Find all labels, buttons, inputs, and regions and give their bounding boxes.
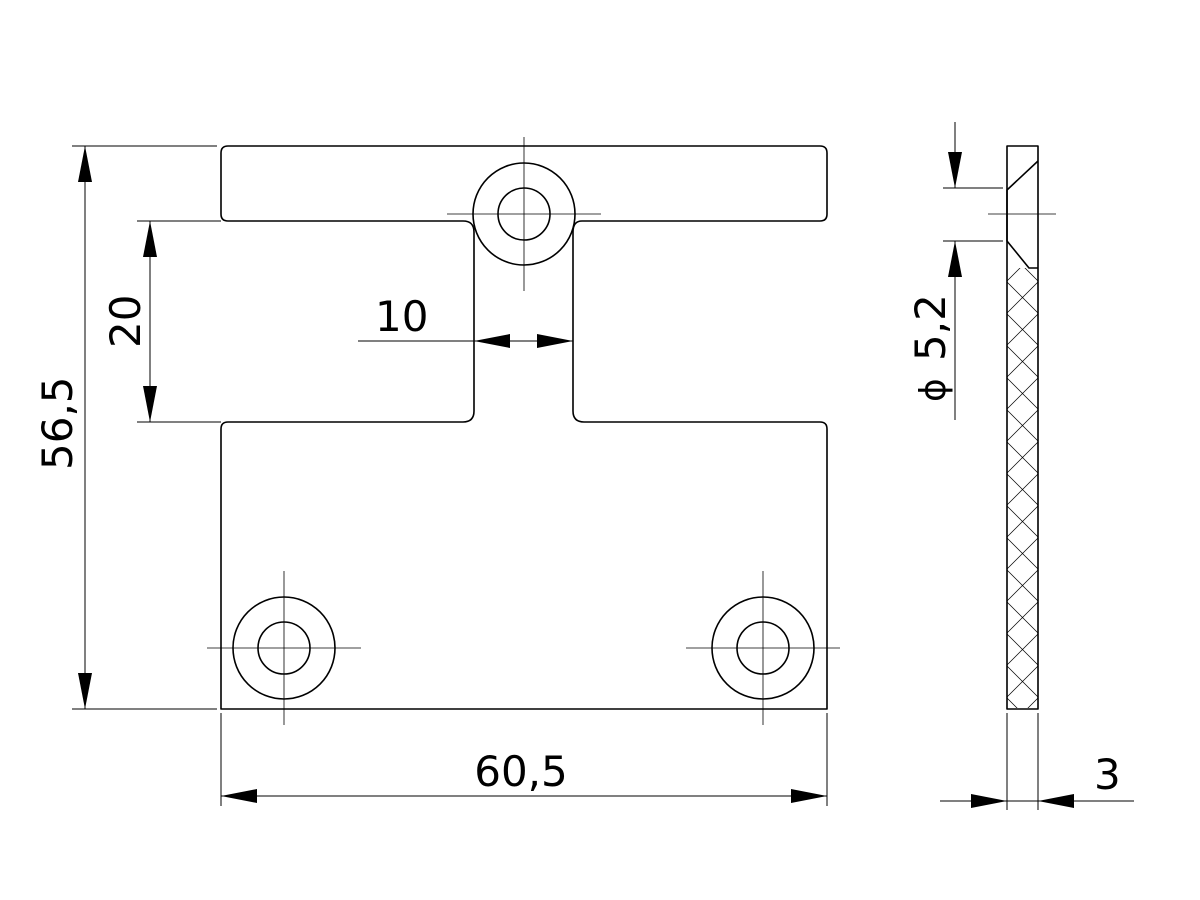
diameter-symbol: ϕ	[913, 378, 954, 402]
thickness-label: 3	[1094, 750, 1121, 799]
hole-diameter-label: 5,2	[906, 294, 955, 361]
dimension-hole-diameter: 5,2 ϕ	[906, 122, 1003, 420]
countersink-profile	[1006, 160, 1039, 269]
slot-height-label: 20	[101, 295, 150, 348]
dimension-slot-height: 20	[101, 220, 221, 423]
neck-width-label: 10	[375, 292, 428, 341]
section-hatching	[1007, 268, 1038, 708]
side-section-view: 5,2 ϕ 3	[906, 122, 1134, 810]
bottom-right-hole	[686, 571, 840, 725]
plate-outline	[220, 145, 828, 710]
overall-height-label: 56,5	[33, 376, 82, 470]
front-view: 56,5 20 10 60,5	[33, 137, 840, 806]
top-hole	[447, 137, 601, 291]
dimension-overall-width: 60,5	[220, 713, 828, 806]
section-outline	[1006, 145, 1039, 710]
dimension-overall-height: 56,5	[33, 145, 217, 710]
dimension-neck-width: 10	[358, 292, 573, 348]
bottom-left-hole	[207, 571, 361, 725]
dimension-thickness: 3	[940, 713, 1134, 810]
overall-width-label: 60,5	[474, 747, 568, 796]
